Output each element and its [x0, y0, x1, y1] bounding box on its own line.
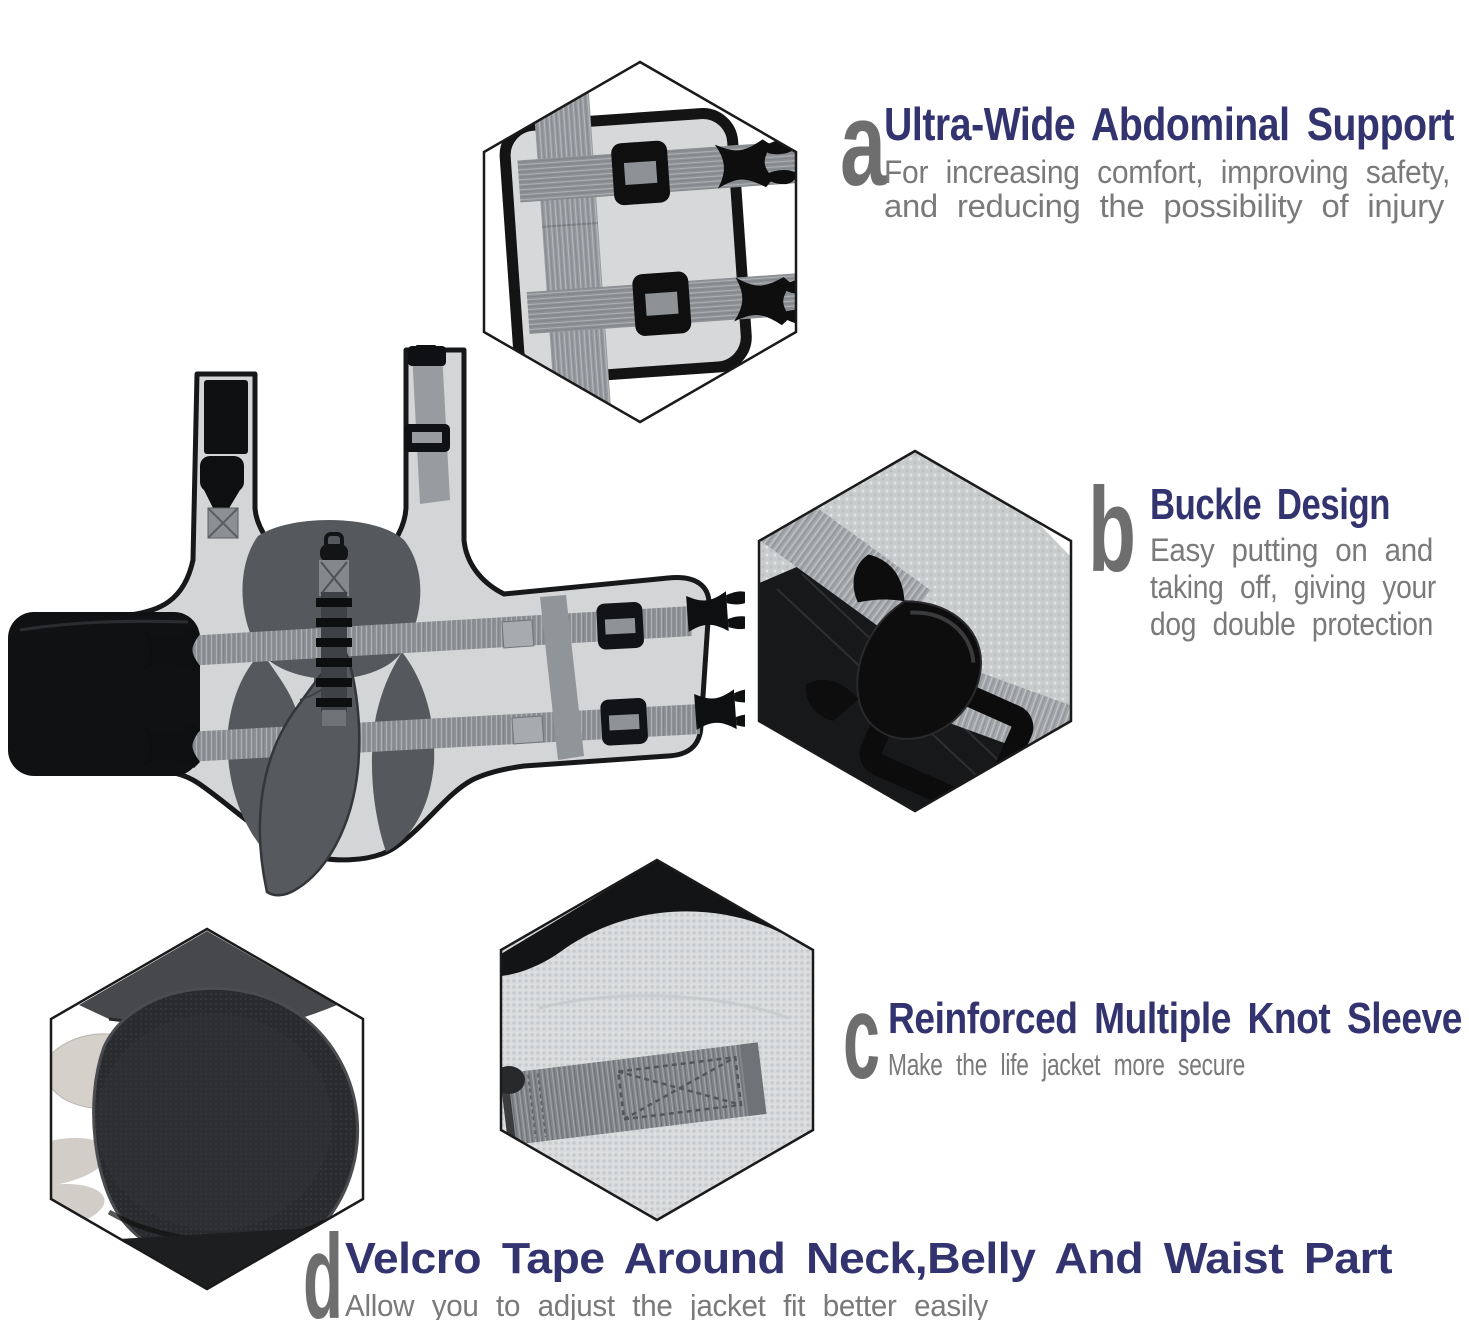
feature-d: Velcro Tape Around Neck,Belly And Waist …	[345, 1235, 1393, 1320]
slider-2	[600, 698, 648, 746]
strap-loop-1	[501, 619, 535, 649]
feature-a-title: Ultra-Wide Abdominal Support	[884, 98, 1454, 150]
feature-b-description: taking off, giving your	[1150, 569, 1436, 606]
buckle-image	[757, 449, 1073, 813]
left-buckle-2	[142, 724, 200, 768]
feature-c: Reinforced Multiple Knot Sleeve Make the…	[888, 994, 1469, 1083]
feature-d-letter: d	[303, 1210, 343, 1320]
feature-d-description: Allow you to adjust the jacket fit bette…	[345, 1288, 988, 1320]
feature-b-letter: b	[1088, 463, 1136, 597]
neck-strap-left	[200, 380, 248, 539]
feature-a-description: For increasing comfort, improving safety…	[884, 154, 1450, 191]
feature-c-letter: c	[843, 970, 880, 1104]
neck-strap-right	[404, 345, 450, 504]
feature-c-description: Make the life jacket more secure	[888, 1047, 1245, 1083]
stitched-strap	[501, 1042, 767, 1145]
side-strap	[540, 595, 584, 760]
feature-a: Ultra-Wide Abdominal Support For increas…	[884, 98, 1469, 225]
left-buckle-1	[142, 628, 200, 672]
feature-c-title: Reinforced Multiple Knot Sleeve	[888, 994, 1462, 1043]
feature-d-title: Velcro Tape Around Neck,Belly And Waist …	[345, 1234, 1393, 1283]
slider-1	[596, 602, 644, 650]
closeup-abdominal-support	[482, 60, 798, 424]
feature-b-description: Easy putting on and	[1150, 532, 1433, 569]
feature-a-letter: a	[840, 77, 886, 211]
center-ladder-strap	[316, 532, 352, 726]
velcro-image	[49, 927, 365, 1291]
right-buckle-1	[686, 591, 745, 632]
closeup-buckle	[757, 449, 1073, 813]
feature-b: Buckle Design Easy putting on and taking…	[1150, 480, 1469, 643]
right-buckle-2	[694, 689, 745, 730]
closeup-knot-sleeve	[499, 858, 815, 1222]
feature-b-title: Buckle Design	[1150, 480, 1390, 529]
abdominal-pad-image	[482, 60, 798, 424]
closeup-velcro-tape	[49, 927, 365, 1291]
feature-a-description: and reducing the possibility of injury	[884, 188, 1444, 225]
knot-sleeve-image	[499, 858, 815, 1222]
feature-b-description: dog double protection	[1150, 606, 1433, 643]
strap-loop-2	[511, 715, 545, 745]
life-jacket-photo	[8, 345, 745, 897]
